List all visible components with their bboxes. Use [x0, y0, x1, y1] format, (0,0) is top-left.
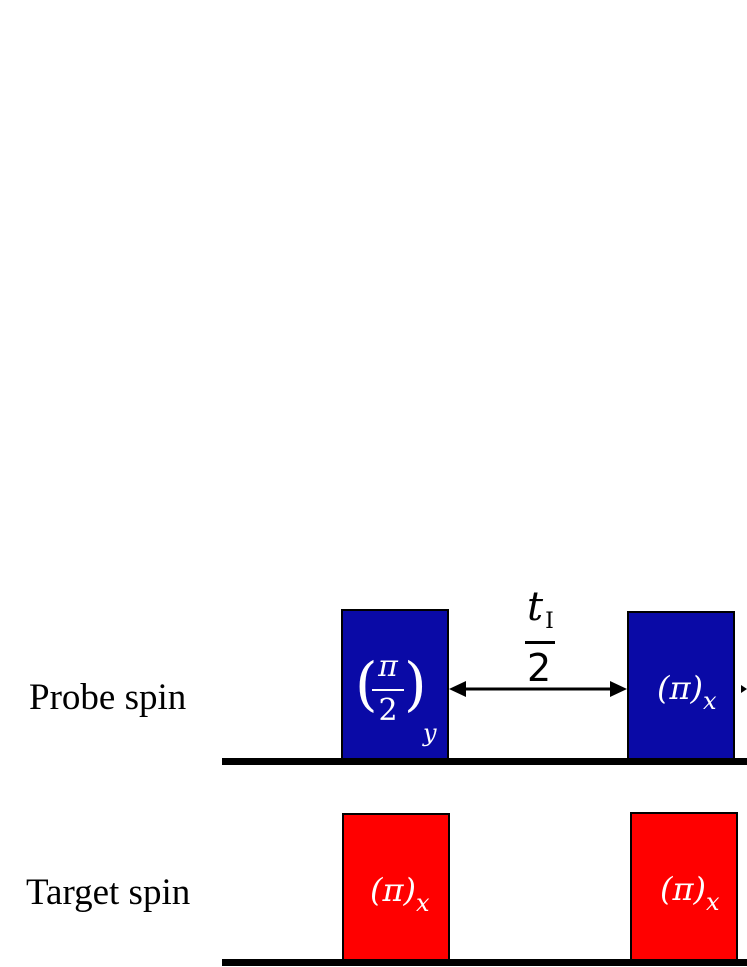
target-spin-label: Target spin	[26, 872, 191, 913]
target-pulse-pi-x-first: (π)x	[342, 813, 450, 961]
pulse-symbol: (π)	[657, 669, 703, 707]
target-baseline	[222, 959, 747, 966]
target-pulse-pi-x-second: (π)x	[630, 812, 738, 961]
pulse-symbol: (π)	[660, 870, 706, 908]
probe-pulse-pi-x: (π)x	[627, 611, 735, 760]
pulse-subscript: x	[703, 687, 717, 715]
probe-baseline	[222, 758, 747, 765]
probe-spin-label: Probe spin	[29, 677, 187, 718]
pulse-fraction-numerator: π	[378, 649, 398, 684]
pulse-label: (π)x	[660, 870, 720, 916]
delay-arrow-far-right-head	[741, 685, 747, 693]
left-paren: (	[355, 650, 378, 718]
pulse-label: (π)x	[657, 669, 717, 715]
delay-fraction-bar	[525, 641, 555, 644]
pulse-subscript: x	[416, 889, 430, 917]
delay-arrow-left-head	[449, 681, 466, 697]
delay-denominator: 2	[527, 646, 552, 690]
pulse-subscript: x	[706, 888, 720, 916]
pulse-fraction-denominator: 2	[378, 693, 398, 728]
delay-numerator: tI	[527, 584, 554, 634]
pulse-symbol: (π)	[370, 871, 416, 909]
pulse-label: (π)x	[370, 871, 430, 917]
pulse-subscript-y: y	[423, 719, 437, 747]
right-paren: )	[404, 650, 427, 718]
delay-arrow-right-head	[610, 681, 627, 697]
delay-subscript: I	[545, 609, 554, 634]
delay-t: t	[527, 584, 544, 630]
probe-pulse-pi-half-y: ( π 2 ) y	[341, 609, 449, 760]
pulse-fraction-bar	[372, 689, 404, 691]
